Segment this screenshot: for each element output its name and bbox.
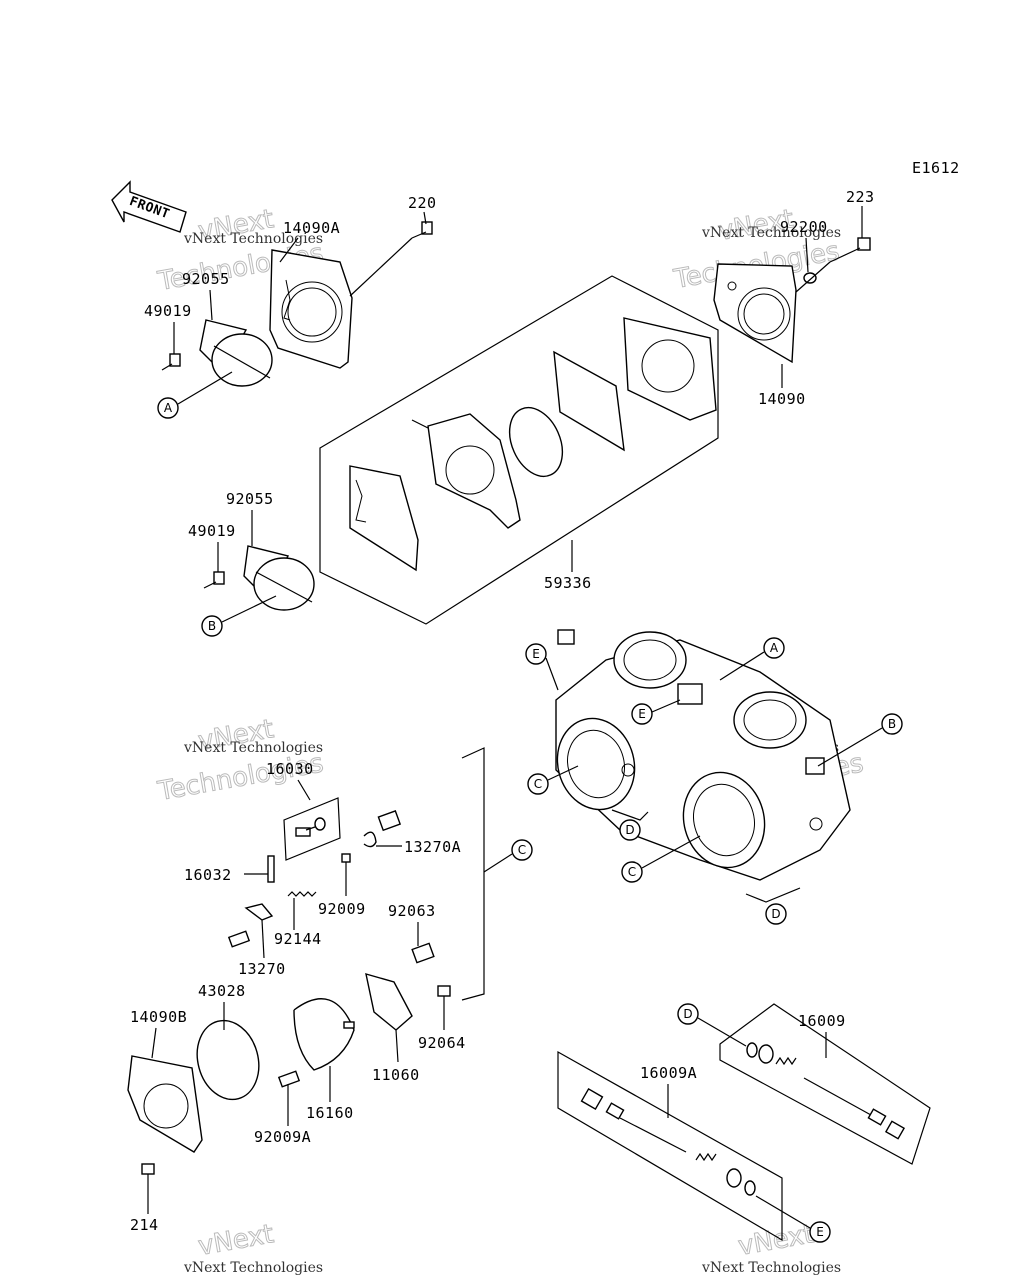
- ref-C-group: [511, 839, 533, 861]
- label-214: 214: [130, 1216, 159, 1234]
- label-43028: 43028: [198, 982, 246, 1000]
- label-16009A: 16009A: [640, 1064, 697, 1082]
- label-92009A: 92009A: [254, 1128, 311, 1146]
- svg-text:A: A: [770, 641, 779, 655]
- part-13270A: [363, 810, 402, 848]
- svg-text:vNext Technologies: vNext Technologies: [183, 1260, 323, 1276]
- part-92200-washer: [803, 272, 817, 284]
- part-92063-screw: [411, 942, 435, 964]
- label-16030: 16030: [266, 760, 314, 778]
- part-92144-spring: [287, 891, 317, 897]
- svg-text:vNext: vNext: [196, 1219, 276, 1262]
- kit-16009-frame: [719, 1003, 931, 1165]
- svg-text:E: E: [638, 707, 646, 721]
- label-220: 220: [408, 194, 437, 212]
- label-92200: 92200: [780, 218, 828, 236]
- part-14090A-cover: [269, 249, 353, 369]
- svg-text:vNext Technologies: vNext Technologies: [183, 740, 323, 756]
- part-214-screw: [141, 1163, 155, 1175]
- label-16160: 16160: [306, 1104, 354, 1122]
- part-43028-diaphragm: [196, 1019, 260, 1101]
- label-92064: 92064: [418, 1034, 466, 1052]
- ref-C-throttle-2: [621, 861, 643, 883]
- label-16009: 16009: [798, 1012, 846, 1030]
- svg-text:E: E: [816, 1225, 824, 1239]
- kit-59336-frame: [319, 275, 719, 625]
- kit-16009A-frame: [557, 1050, 783, 1242]
- svg-text:E: E: [532, 647, 540, 661]
- label-14090: 14090: [758, 390, 806, 408]
- part-14090-cover: [713, 263, 797, 364]
- svg-text:vNext Technologies: vNext Technologies: [701, 225, 841, 241]
- part-49019-top-screw: [161, 353, 181, 371]
- ref-A-throttle: [763, 637, 785, 659]
- ref-D-throttle-1: [619, 819, 641, 841]
- watermark-bottom-right: vNext vNext Technologies: [701, 1219, 841, 1276]
- part-92009-screw: [341, 853, 351, 863]
- label-16032: 16032: [184, 866, 232, 884]
- svg-text:D: D: [683, 1007, 692, 1021]
- part-13270-lever: [227, 903, 274, 948]
- ref-D-bottom: [677, 1003, 699, 1025]
- label-13270A: 13270A: [404, 838, 461, 856]
- label-59336: 59336: [544, 574, 592, 592]
- ref-A-top-left: [157, 397, 179, 419]
- label-14090B: 14090B: [130, 1008, 187, 1026]
- ref-E-throttle-1: [525, 643, 547, 665]
- part-92064-screw: [437, 985, 451, 997]
- svg-text:vNext: vNext: [736, 1219, 816, 1262]
- part-59336-kit: [349, 317, 717, 572]
- svg-text:D: D: [771, 907, 780, 921]
- svg-text:vNext Technologies: vNext Technologies: [183, 231, 323, 247]
- svg-text:B: B: [208, 619, 216, 633]
- label-49019-mid: 49019: [188, 522, 236, 540]
- part-16032-pin: [267, 855, 275, 883]
- part-16009A-screw: [580, 1087, 756, 1196]
- svg-text:D: D: [625, 823, 634, 837]
- ref-E-throttle-2: [631, 703, 653, 725]
- part-16160-part: [293, 998, 355, 1071]
- label-49019-top: 49019: [144, 302, 192, 320]
- svg-text:vNext Technologies: vNext Technologies: [701, 1260, 841, 1276]
- svg-text:A: A: [164, 401, 173, 415]
- ref-D-throttle-2: [765, 903, 787, 925]
- ref-C-throttle-1: [527, 773, 549, 795]
- diagram-code: E1612: [912, 159, 960, 177]
- svg-text:C: C: [534, 777, 542, 791]
- ref-B-throttle: [881, 713, 903, 735]
- part-223-bolt: [829, 237, 871, 263]
- svg-text:C: C: [518, 843, 526, 857]
- front-arrow-icon: FRONT: [111, 180, 187, 233]
- part-92055-mid-diaphragm: [243, 545, 315, 611]
- part-92009A-screw: [277, 1070, 301, 1088]
- ref-B-mid-left: [201, 615, 223, 637]
- label-223: 223: [846, 188, 875, 206]
- label-11060: 11060: [372, 1066, 420, 1084]
- label-92144: 92144: [274, 930, 322, 948]
- part-11060-gasket: [365, 973, 413, 1031]
- part-14090B-cover: [127, 1055, 203, 1153]
- label-92055-top: 92055: [182, 270, 230, 288]
- label-13270: 13270: [238, 960, 286, 978]
- part-16009-screw: [746, 1042, 906, 1140]
- label-92009: 92009: [318, 900, 366, 918]
- svg-text:B: B: [888, 717, 896, 731]
- label-14090A: 14090A: [283, 219, 340, 237]
- watermark-bottom-left: vNext vNext Technologies: [183, 1219, 323, 1276]
- part-92055-top-diaphragm: [199, 319, 273, 387]
- label-92055-mid: 92055: [226, 490, 274, 508]
- label-92063: 92063: [388, 902, 436, 920]
- ref-E-bottom: [809, 1221, 831, 1243]
- part-49019-mid-screw: [203, 571, 225, 589]
- part-220-screw: [411, 221, 433, 239]
- throttle-body-assembly: [555, 629, 851, 881]
- part-16030-kit: [283, 797, 341, 861]
- group-C-bracket: [461, 747, 485, 1001]
- svg-text:C: C: [628, 865, 636, 879]
